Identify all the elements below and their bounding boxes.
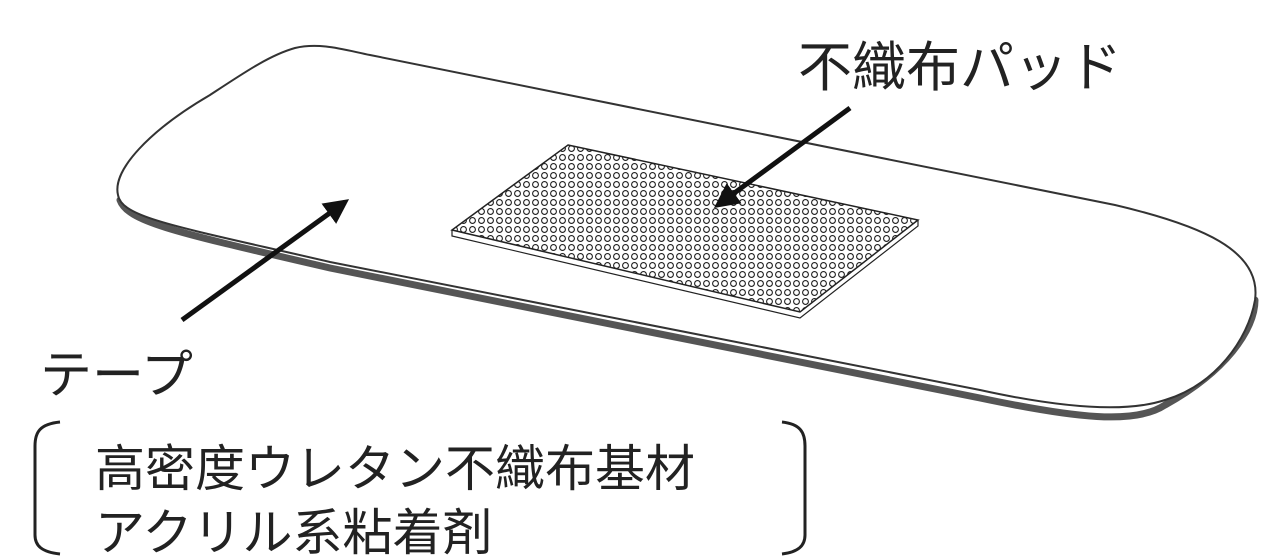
right-bracket [781, 420, 807, 556]
pad-edge [451, 220, 919, 319]
tape-material-line: 高密度ウレタン不織布基材 [95, 440, 695, 498]
nonwoven-pad [450, 144, 920, 313]
tape-adhesive-line: アクリル系粘着剤 [95, 504, 493, 556]
left-bracket [33, 420, 61, 556]
pad-arrow [713, 105, 852, 208]
pad-label: 不織布パッド [798, 36, 1122, 99]
tape-label: テープ [40, 346, 193, 406]
tape-arrow [180, 199, 350, 323]
